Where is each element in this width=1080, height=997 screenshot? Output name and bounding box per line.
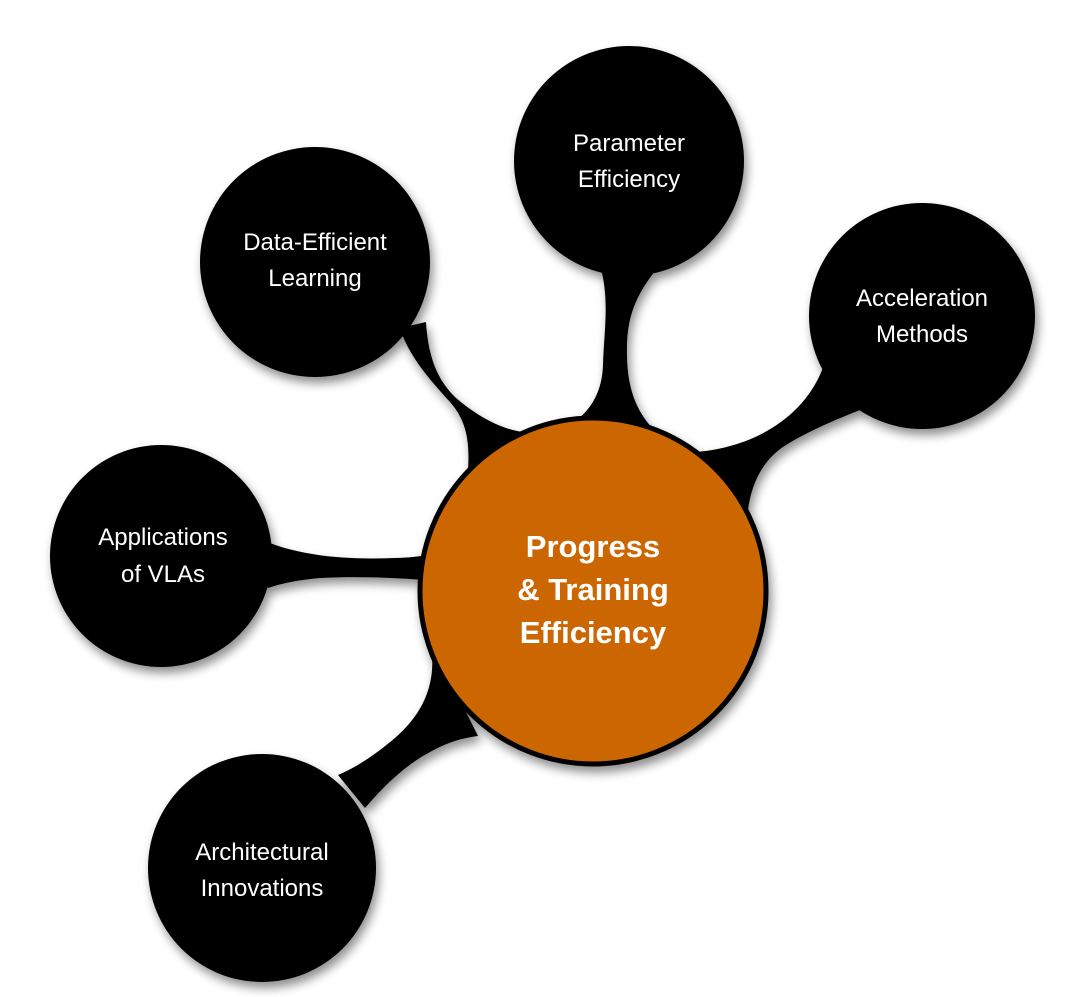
node-circle-applications-of-vlas — [50, 445, 272, 667]
center-circle — [417, 415, 769, 767]
center-label: Progress & Training Efficiency — [517, 529, 669, 650]
connector-parameter-efficiency — [556, 265, 668, 442]
node-circle-architectural-innovations — [148, 754, 376, 982]
node-label-data-efficient-learning: Data-Efficient Learning — [243, 229, 387, 292]
node-label-line: Methods — [876, 321, 968, 348]
node-label-line: Efficiency — [578, 166, 680, 193]
node-circle-acceleration-methods — [809, 203, 1035, 429]
connector-applications-of-vlas — [262, 540, 430, 588]
center-label-line: Efficiency — [520, 615, 667, 650]
node-label-line: Applications — [98, 524, 227, 551]
connector-data-efficient-learning — [400, 322, 522, 470]
node-circle-parameter-efficiency — [514, 46, 744, 276]
node-label-line: Acceleration — [856, 285, 988, 312]
node-label-architectural-innovations: Architectural Innovations — [195, 839, 328, 902]
node-label-line: Parameter — [573, 130, 685, 157]
node-circle-data-efficient-learning — [200, 147, 430, 377]
node-label-parameter-efficiency: Parameter Efficiency — [573, 130, 685, 193]
center-label-line: Progress — [526, 529, 660, 564]
connector-acceleration-methods — [696, 358, 860, 510]
node-label-line: Architectural — [195, 839, 328, 866]
node-label-line: Data-Efficient — [243, 229, 387, 256]
node-label-applications-of-vlas: Applications of VLAs — [98, 524, 227, 588]
node-label-line: Innovations — [201, 875, 324, 902]
center-label-line: & Training — [517, 572, 669, 607]
node-label-line: of VLAs — [121, 561, 205, 588]
node-label-acceleration-methods: Acceleration Methods — [856, 285, 988, 348]
node-label-line: Learning — [268, 265, 361, 292]
